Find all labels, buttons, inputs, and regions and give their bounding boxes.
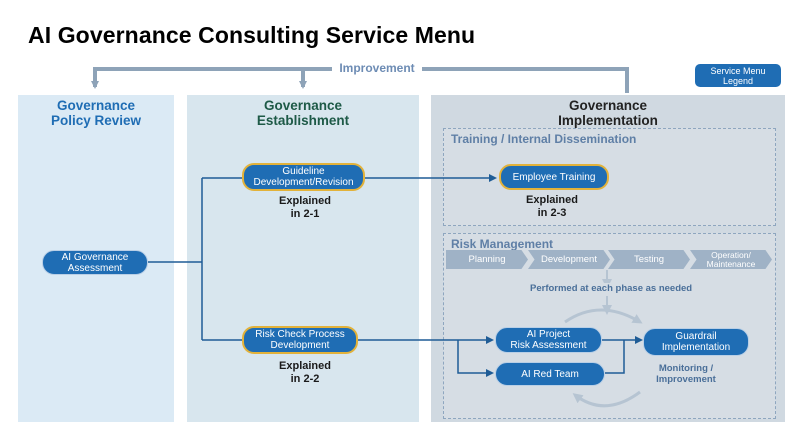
column-establishment: Governance Establishment bbox=[187, 95, 419, 422]
guardrail-implementation-button[interactable]: Guardrail Implementation bbox=[643, 328, 749, 356]
ai-project-line2: Risk Assessment bbox=[510, 340, 587, 351]
ai-assessment-line2: Assessment bbox=[67, 262, 123, 274]
monitoring-line2: Improvement bbox=[656, 374, 716, 385]
column-header-line1: Governance bbox=[568, 98, 648, 113]
ai-project-risk-assessment-button[interactable]: AI Project Risk Assessment bbox=[495, 327, 602, 353]
phase-line1: Testing bbox=[633, 254, 665, 265]
explained-line2: in 2-2 bbox=[290, 373, 320, 385]
cycle-arrow-bottom bbox=[572, 390, 641, 408]
column-header-line2: Establishment bbox=[256, 113, 350, 128]
risk-check-explained-note: Explained in 2-2 bbox=[265, 360, 345, 386]
explained-line1: Explained bbox=[279, 195, 331, 207]
employee-training-button[interactable]: Employee Training bbox=[499, 164, 609, 190]
risk-management-panel-title: Risk Management bbox=[451, 237, 554, 251]
phase-line1: Operation/ bbox=[711, 249, 751, 260]
guardrail-line1: Guardrail bbox=[675, 331, 717, 342]
training-explained-note: Explained in 2-3 bbox=[512, 194, 592, 220]
guardrail-line2: Implementation bbox=[661, 342, 731, 353]
improvement-label: Improvement bbox=[332, 61, 422, 75]
ai-red-team-label: AI Red Team bbox=[521, 368, 579, 380]
phase-development: Development bbox=[528, 250, 610, 269]
training-panel: Training / Internal Dissemination bbox=[443, 128, 776, 226]
risk-check-line2: Development bbox=[270, 340, 330, 351]
legend-line1: Service Menu bbox=[710, 65, 766, 76]
link-red-team-to-guardrail bbox=[605, 340, 625, 374]
link-riskcheck-to-red-team bbox=[457, 340, 494, 377]
risk-check-line1: Risk Check Process bbox=[255, 329, 345, 340]
phase-line1: Planning bbox=[468, 254, 506, 265]
column-header-policy-review: Governance Policy Review bbox=[18, 98, 174, 128]
page-title: AI Governance Consulting Service Menu bbox=[28, 22, 476, 48]
phase-operation-maintenance: Operation/ Maintenance bbox=[690, 250, 772, 269]
training-panel-title: Training / Internal Dissemination bbox=[451, 132, 637, 146]
column-header-line1: Governance bbox=[56, 98, 136, 113]
column-header-establishment: Governance Establishment bbox=[187, 98, 419, 128]
ai-red-team-button[interactable]: AI Red Team bbox=[495, 362, 605, 386]
column-header-line1: Governance bbox=[263, 98, 343, 113]
guideline-line1: Guideline bbox=[282, 166, 325, 177]
explained-line1: Explained bbox=[279, 360, 331, 372]
legend-line2: Legend bbox=[722, 75, 754, 86]
phase-line2: Maintenance bbox=[706, 258, 756, 269]
phase-planning: Planning bbox=[446, 250, 528, 269]
ai-project-line1: AI Project bbox=[526, 329, 571, 340]
risk-check-process-button[interactable]: Risk Check Process Development bbox=[242, 326, 358, 354]
column-header-line2: Implementation bbox=[558, 113, 658, 128]
ai-assessment-line1: AI Governance bbox=[61, 251, 129, 263]
performed-note: Performed at each phase as needed bbox=[530, 283, 693, 294]
phase-line1: Development bbox=[541, 254, 597, 265]
cycle-arrow-top bbox=[564, 308, 643, 324]
column-header-line2: Policy Review bbox=[50, 113, 142, 128]
employee-training-label: Employee Training bbox=[512, 171, 596, 183]
explained-line1: Explained bbox=[526, 194, 578, 206]
service-menu-legend: Service Menu Legend bbox=[695, 64, 781, 87]
ai-governance-assessment-button[interactable]: AI Governance Assessment bbox=[42, 250, 148, 275]
guideline-development-button[interactable]: Guideline Development/Revision bbox=[242, 163, 365, 191]
link-assessment-to-establishment bbox=[148, 177, 243, 341]
guideline-explained-note: Explained in 2-1 bbox=[265, 195, 345, 221]
explained-line2: in 2-1 bbox=[290, 208, 320, 220]
monitoring-improvement-note: Monitoring / Improvement bbox=[645, 363, 727, 385]
column-header-implementation: Governance Implementation bbox=[431, 98, 785, 128]
monitoring-line1: Monitoring / bbox=[658, 363, 714, 374]
phase-testing: Testing bbox=[608, 250, 690, 269]
guideline-line2: Development/Revision bbox=[253, 177, 354, 188]
explained-line2: in 2-3 bbox=[537, 207, 567, 219]
